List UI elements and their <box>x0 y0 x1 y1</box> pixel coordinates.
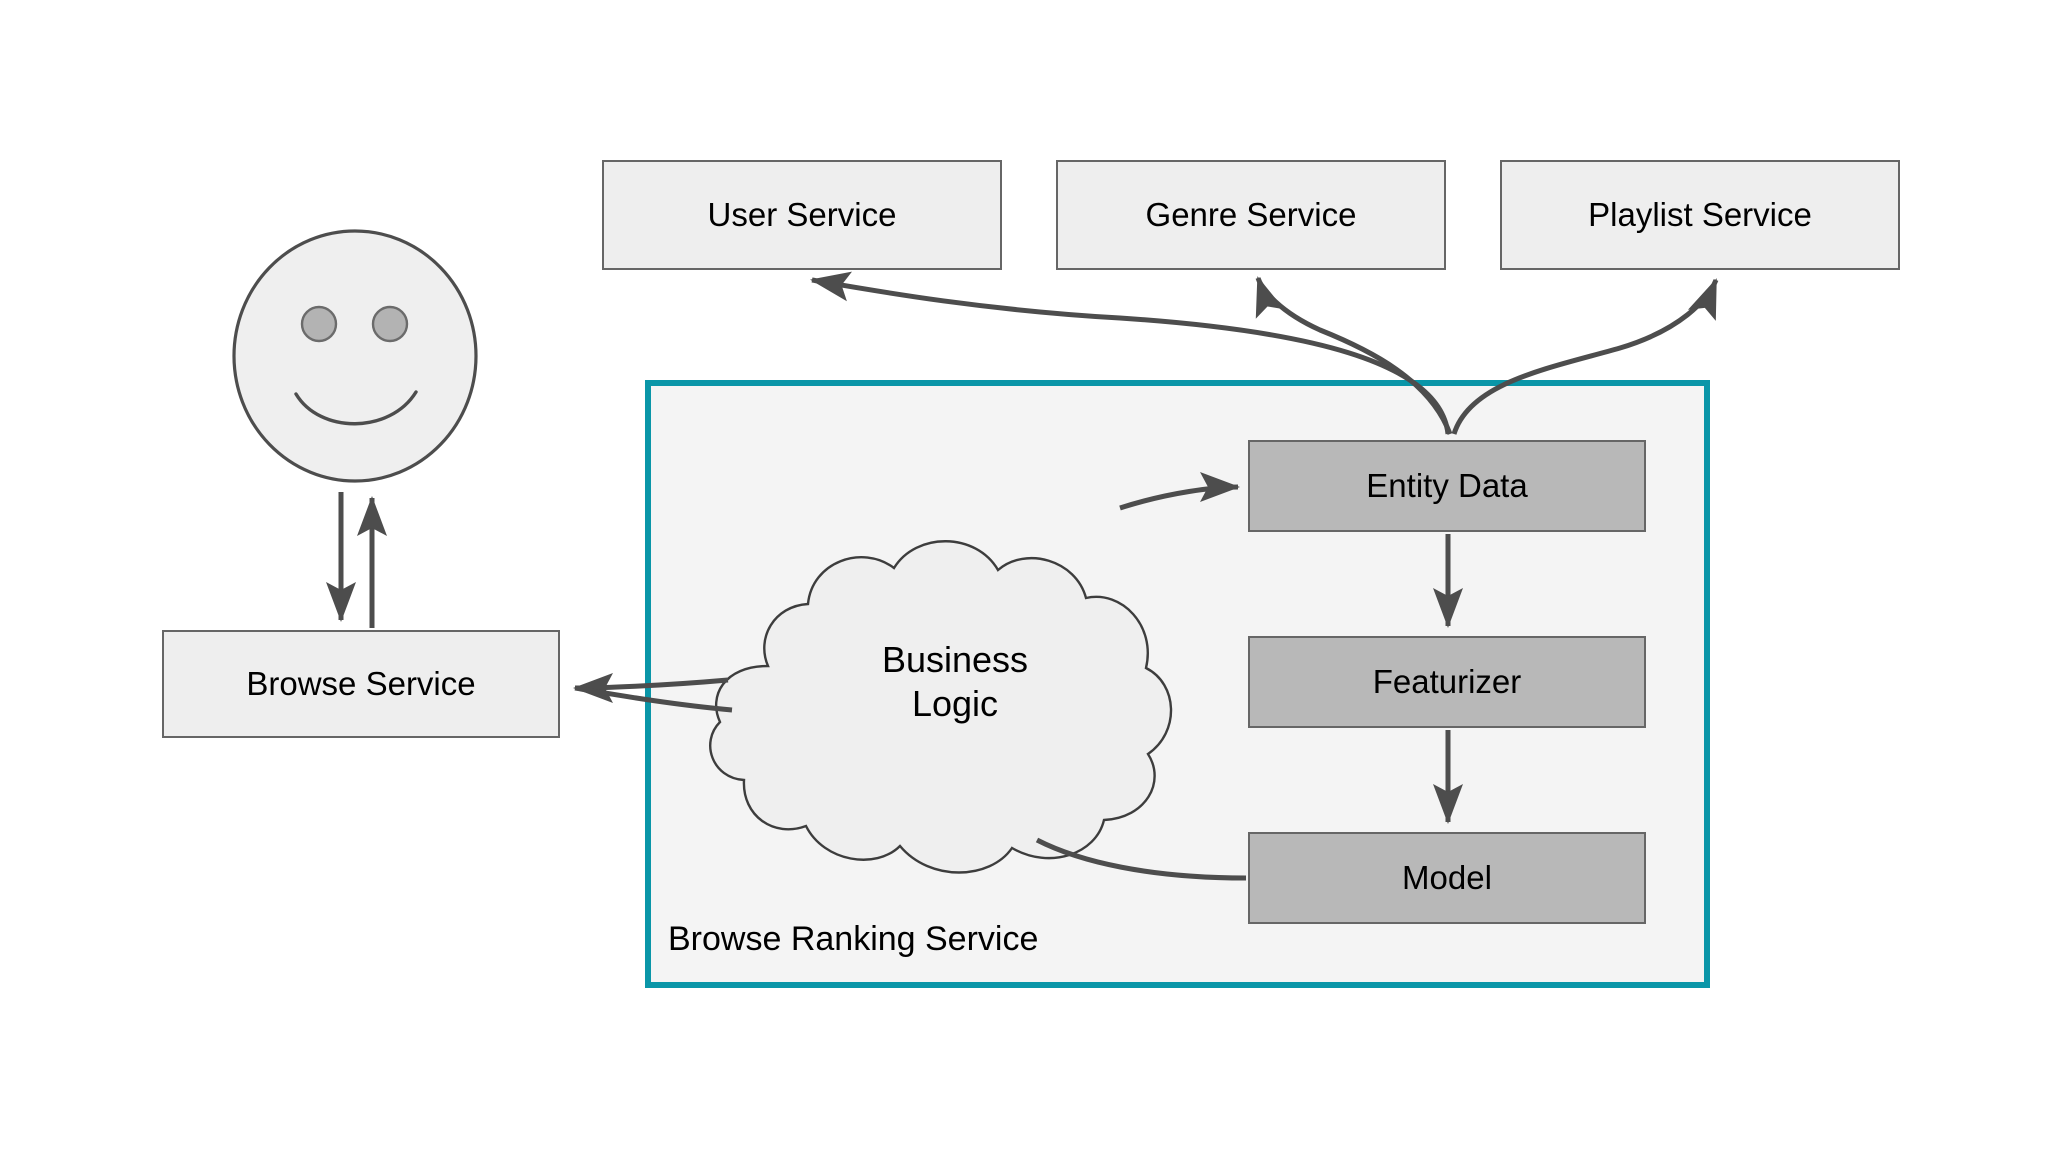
model-label: Model <box>1402 858 1492 896</box>
user-smiley-icon <box>232 229 478 483</box>
genre-service-label: Genre Service <box>1145 195 1357 233</box>
smiley-left-eye-icon <box>300 305 338 343</box>
business-logic-line-1: Business <box>881 639 1029 680</box>
business-logic-line-2: Logic <box>911 682 999 724</box>
node-user-service[interactable]: User Service <box>602 160 1002 270</box>
browse-ranking-service-label: Browse Ranking Service <box>668 920 1039 958</box>
node-playlist-service[interactable]: Playlist Service <box>1500 160 1900 270</box>
featurizer-label: Featurizer <box>1372 662 1522 700</box>
entity-data-label: Entity Data <box>1366 466 1528 504</box>
node-genre-service[interactable]: Genre Service <box>1056 160 1446 270</box>
smiley-mouth-icon <box>294 390 418 426</box>
node-browse-service[interactable]: Browse Service <box>162 630 560 738</box>
node-entity-data[interactable]: Entity Data <box>1248 440 1646 532</box>
node-model[interactable]: Model <box>1248 832 1646 924</box>
node-featurizer[interactable]: Featurizer <box>1248 636 1646 728</box>
user-service-label: User Service <box>707 195 897 233</box>
business-logic-label: Business Logic <box>790 638 1120 726</box>
business-logic-cloud <box>709 540 1173 874</box>
browse-service-label: Browse Service <box>246 664 476 702</box>
smiley-right-eye-icon <box>371 305 409 343</box>
playlist-service-label: Playlist Service <box>1588 195 1812 233</box>
